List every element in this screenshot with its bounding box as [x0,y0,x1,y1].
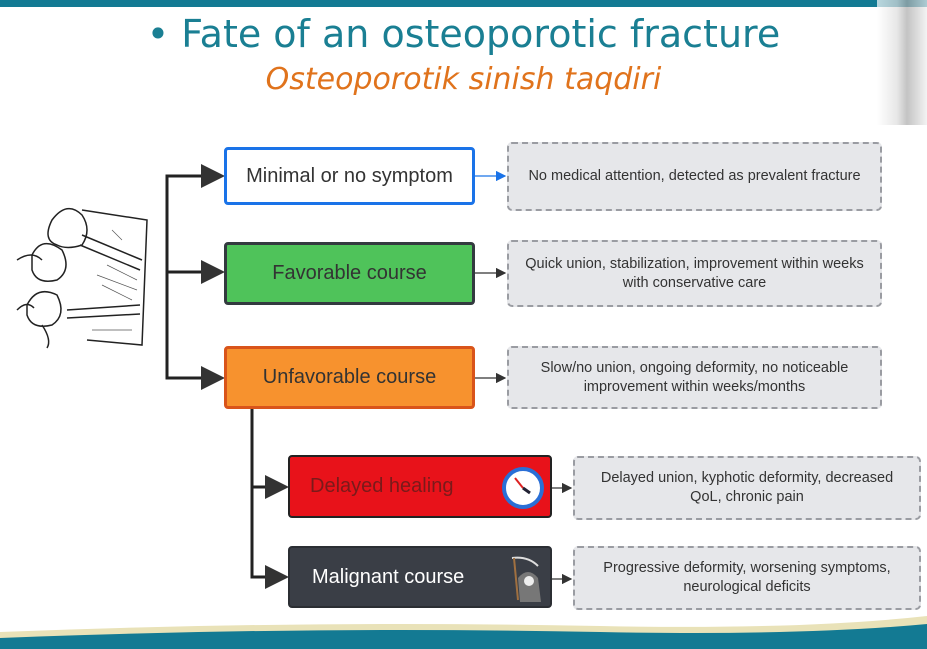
slide-subtitle: Osteoporotik sinish taqdiri [265,62,662,97]
spine-decoration [877,0,927,125]
vertebra-illustration-icon [16,207,148,349]
grim-reaper-icon [511,556,541,602]
bottom-wave-band [0,616,927,649]
outcome-note-unfavorable: Slow/no union, ongoing deformity, no not… [507,346,882,409]
outcome-label: Delayed healing [310,475,454,497]
trunk-line [165,174,225,390]
outcome-note-malignant: Progressive deformity, worsening symptom… [573,546,921,610]
outcome-label: Minimal or no symptom [246,164,453,187]
outcome-label: Unfavorable course [262,366,437,388]
outcome-malignant-course: Malignant course [288,546,552,608]
outcome-note-minimal: No medical attention, detected as preval… [507,142,882,211]
slide-title: • Fate of an osteoporotic fracture [146,12,781,56]
outcome-label: Favorable course [272,262,427,284]
outcome-minimal-symptom: Minimal or no symptom [224,147,475,205]
clock-icon [502,467,544,509]
outcome-unfavorable: Unfavorable course [224,346,475,409]
outcome-note-delayed: Delayed union, kyphotic deformity, decre… [573,456,921,520]
outcome-delayed-healing: Delayed healing [288,455,552,518]
outcome-label: Malignant course [312,565,465,588]
top-band [0,0,927,7]
outcome-note-favorable: Quick union, stabilization, improvement … [507,240,882,307]
outcome-favorable: Favorable course [224,242,475,305]
